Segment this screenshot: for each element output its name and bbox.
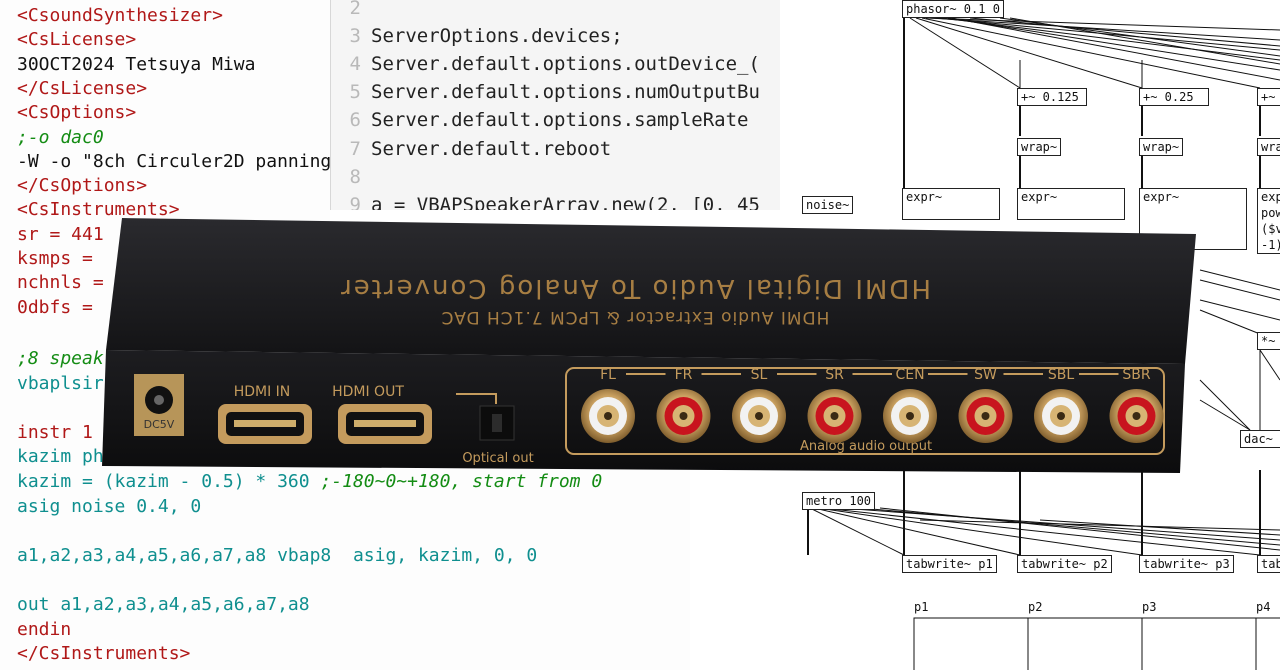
csound-line: out a1,a2,a3,a4,a5,a6,a7,a8: [17, 593, 310, 617]
line-number: 5: [349, 81, 361, 104]
metro-object[interactable]: metro 100: [802, 492, 876, 510]
noise-object[interactable]: noise~: [802, 196, 854, 214]
csound-line: a1,a2,a3,a4,a5,a6,a7,a8 vbap8 asig, kazi…: [17, 544, 537, 568]
tabwrite-object-2[interactable]: tabwrite~ p2: [1017, 555, 1112, 573]
csound-line: <CsOptions>: [17, 102, 137, 124]
csound-line: <CsLicense>: [17, 29, 137, 51]
csound-code: </CsInstruments>: [17, 643, 191, 665]
rca-pin: [679, 412, 688, 420]
csound-line: kazim ph: [17, 445, 104, 469]
device-top-face: [106, 218, 1196, 364]
rca-label-fl: FL: [600, 367, 616, 383]
csound-line: <CsoundSynthesizer>: [17, 5, 223, 26]
sc-code-line: Server.default.options.outDevice_(: [371, 53, 760, 76]
sc-code-line: a = VBAPSpeakerArray.new(2, [0, 45: [371, 193, 760, 210]
csound-code: ;8 speak: [17, 348, 104, 369]
add-object-3[interactable]: +~: [1257, 88, 1280, 106]
csound-line: 30OCT2024 Tetsuya Miwa: [17, 53, 256, 75]
rca-label-sl: SL: [751, 367, 768, 383]
rca-label-cen: CEN: [895, 367, 924, 383]
csound-code: asig noise 0.4, 0: [17, 495, 202, 517]
sc-code-line: Server.default.options.numOutputBu: [371, 81, 760, 104]
csound-code: vbaplsir: [17, 372, 104, 394]
csound-line: ;-o dac0: [17, 126, 104, 148]
line-number: 3: [349, 25, 361, 48]
csound-line: kazim = (kazim - 0.5) * 360 ;-180~0~+180…: [17, 470, 602, 494]
rca-pin: [1057, 412, 1065, 420]
csound-code: out a1,a2,a3,a4,a5,a6,a7,a8: [17, 594, 310, 615]
add-object-1[interactable]: +~ 0.125: [1017, 88, 1087, 106]
rca-pin: [1132, 412, 1141, 420]
rca-label-sr: SR: [825, 367, 844, 383]
device-top-text-2: HDMI Audio Extractor & LPCM 7.1CH DAC: [441, 307, 830, 327]
rca-pin: [981, 412, 990, 420]
rca-pin: [906, 412, 914, 420]
line-number: 9: [349, 193, 361, 210]
csound-line: vbaplsir: [17, 372, 104, 396]
add-object-2[interactable]: +~ 0.25: [1139, 88, 1209, 106]
hdmi-out-label: HDMI OUT: [332, 384, 404, 400]
rca-label-fr: FR: [675, 367, 693, 383]
rca-label-sw: SW: [974, 367, 997, 383]
sc-code-line: ServerOptions.devices;: [371, 25, 623, 48]
wrap-object-1[interactable]: wrap~: [1017, 138, 1062, 156]
array-label-p1: p1: [914, 600, 929, 614]
wrap-object-3[interactable]: wra: [1257, 138, 1280, 156]
line-number: 4: [349, 53, 361, 76]
optical-label: Optical out: [462, 451, 533, 466]
expr-2-label: expr~: [1143, 190, 1180, 204]
rca-pin: [755, 412, 763, 420]
phasor-object[interactable]: phasor~ 0.1 0: [902, 0, 1004, 18]
expr-object-1[interactable]: expr~: [1017, 188, 1125, 220]
csound-code: instr 1: [17, 421, 93, 443]
csound-line: nchnls =: [17, 272, 104, 294]
array-label-p2: p2: [1028, 600, 1043, 614]
sc-code-line: Server.default.reboot: [371, 137, 612, 160]
rca-label-sbr: SBR: [1122, 367, 1150, 383]
csound-line: asig noise 0.4, 0: [17, 495, 201, 519]
device-top-text-1: HDMI Digital Audio To Analog Converter: [339, 273, 931, 303]
csound-line: instr 1: [17, 421, 93, 445]
csound-comment: ;-180~0~+180, start from 0: [320, 471, 603, 492]
csound-code: endin: [17, 618, 72, 640]
expr-object-3[interactable]: exp pow ($v -1): [1257, 188, 1280, 254]
csound-line: 0dbfs =: [17, 296, 93, 318]
rca-pin: [830, 412, 839, 420]
rca-label-sbl: SBL: [1048, 367, 1074, 383]
csound-line: -W -o "8ch Circuler2D panning: [17, 150, 330, 172]
csound-code: kazim ph: [17, 446, 104, 468]
dac-object[interactable]: dac~: [1240, 430, 1280, 448]
tabwrite-object-3[interactable]: tabwrite~ p3: [1139, 555, 1234, 573]
csound-code: kazim = (kazim - 0.5) * 360: [17, 471, 321, 492]
line-number: 2: [349, 0, 361, 19]
multiply-object[interactable]: *~: [1257, 332, 1280, 350]
array-label-p4: p4: [1256, 600, 1271, 614]
tabwrite-object-4[interactable]: tab: [1257, 555, 1280, 573]
csound-line: </CsInstruments>: [17, 642, 190, 666]
patch-cords: [807, 17, 1280, 670]
hdmi-audio-extractor-photo: HDMI Digital Audio To Analog Converter H…: [102, 218, 1196, 473]
csound-line: ;8 speak: [17, 347, 104, 371]
csound-line: </CsOptions>: [17, 175, 148, 197]
hdmi-in-label: HDMI IN: [234, 384, 291, 400]
array-label-p3: p3: [1142, 600, 1157, 614]
analog-frame: [565, 367, 1165, 455]
csound-code: a1,a2,a3,a4,a5,a6,a7,a8 vbap8 asig, kazi…: [17, 544, 538, 566]
dc-label: DC5V: [144, 418, 175, 431]
line-number: 6: [349, 109, 361, 132]
line-number: 7: [349, 137, 361, 160]
wrap-object-2[interactable]: wrap~: [1139, 138, 1184, 156]
csound-line: </CsLicense>: [17, 77, 148, 99]
csound-line: <CsInstruments>: [17, 199, 180, 221]
csound-line: sr = 441: [17, 223, 104, 245]
sc-code-line: Server.default.options.sampleRate: [371, 109, 749, 132]
csound-line: ksmps =: [17, 248, 93, 269]
rca-pin: [604, 412, 612, 420]
expr-object-0[interactable]: expr~: [902, 188, 1000, 220]
line-number: 8: [349, 165, 361, 188]
tabwrite-object-1[interactable]: tabwrite~ p1: [902, 555, 997, 573]
csound-line: endin: [17, 618, 71, 642]
